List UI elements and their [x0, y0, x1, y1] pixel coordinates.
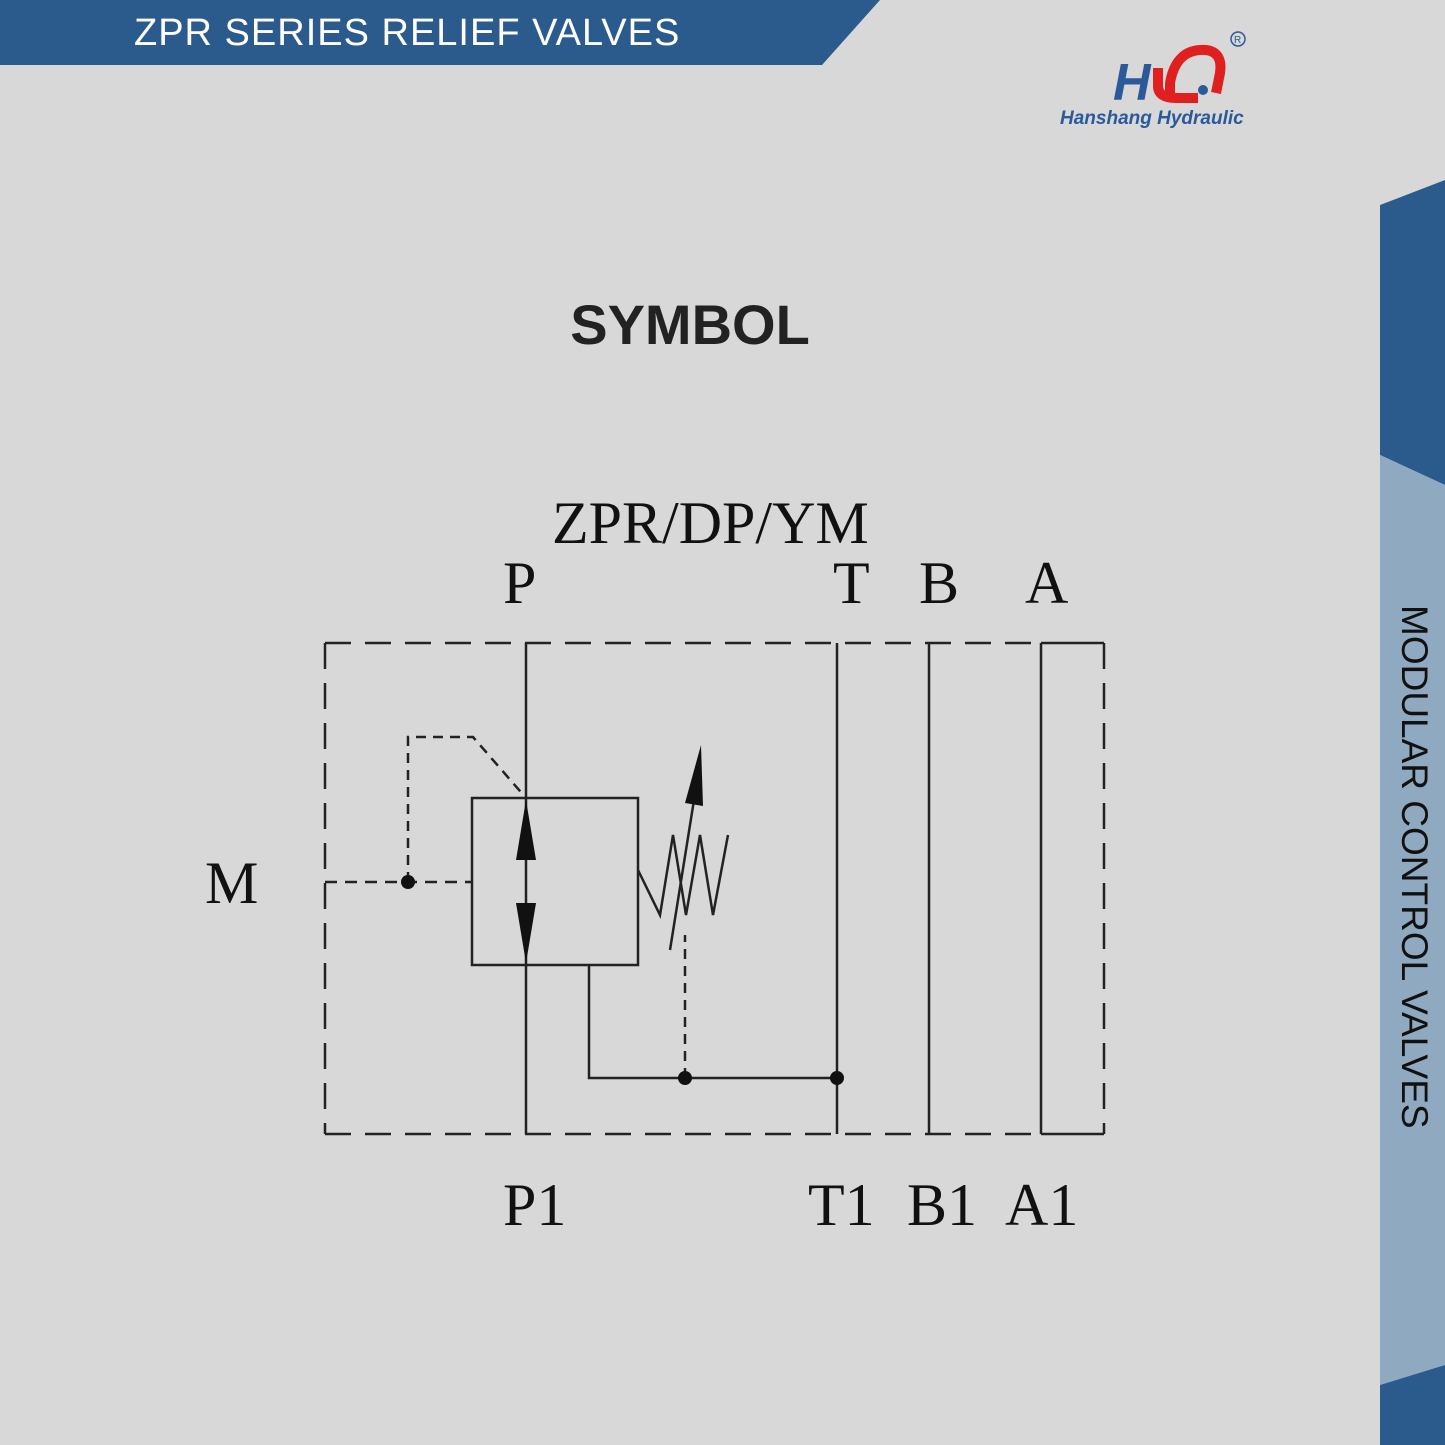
model-label: ZPR/DP/YM — [552, 490, 869, 556]
logo-brand-name: Hanshang Hydraulic — [1060, 108, 1244, 129]
port-t: T — [833, 550, 870, 616]
port-b: B — [919, 550, 959, 616]
port-m: M — [205, 850, 258, 916]
brand-logo: H R — [1113, 31, 1246, 112]
header-title: ZPR SERIES RELIEF VALVES — [134, 12, 681, 54]
port-a: A — [1025, 550, 1068, 616]
spring — [636, 834, 730, 920]
port-t1: T1 — [808, 1172, 875, 1238]
valve-envelope — [470, 796, 640, 967]
port-p: P — [503, 550, 536, 616]
port-a1: A1 — [1005, 1172, 1078, 1238]
header-banner — [0, 0, 880, 65]
section-heading: SYMBOL — [570, 293, 810, 356]
logo-h-mark: H — [1113, 54, 1152, 112]
side-band — [1380, 180, 1445, 1445]
pilot-line — [406, 735, 527, 882]
drain-line — [587, 965, 837, 1080]
port-p1: P1 — [503, 1172, 566, 1238]
hydraulic-symbol: ZPR/DP/YM P T B A P1 T1 B1 A1 M — [205, 490, 1106, 1238]
subplate-boundary — [323, 641, 1106, 1136]
side-band-label: MODULAR CONTROL VALVES — [1394, 605, 1435, 1129]
port-b1: B1 — [907, 1172, 977, 1238]
svg-text:R: R — [1234, 35, 1241, 46]
